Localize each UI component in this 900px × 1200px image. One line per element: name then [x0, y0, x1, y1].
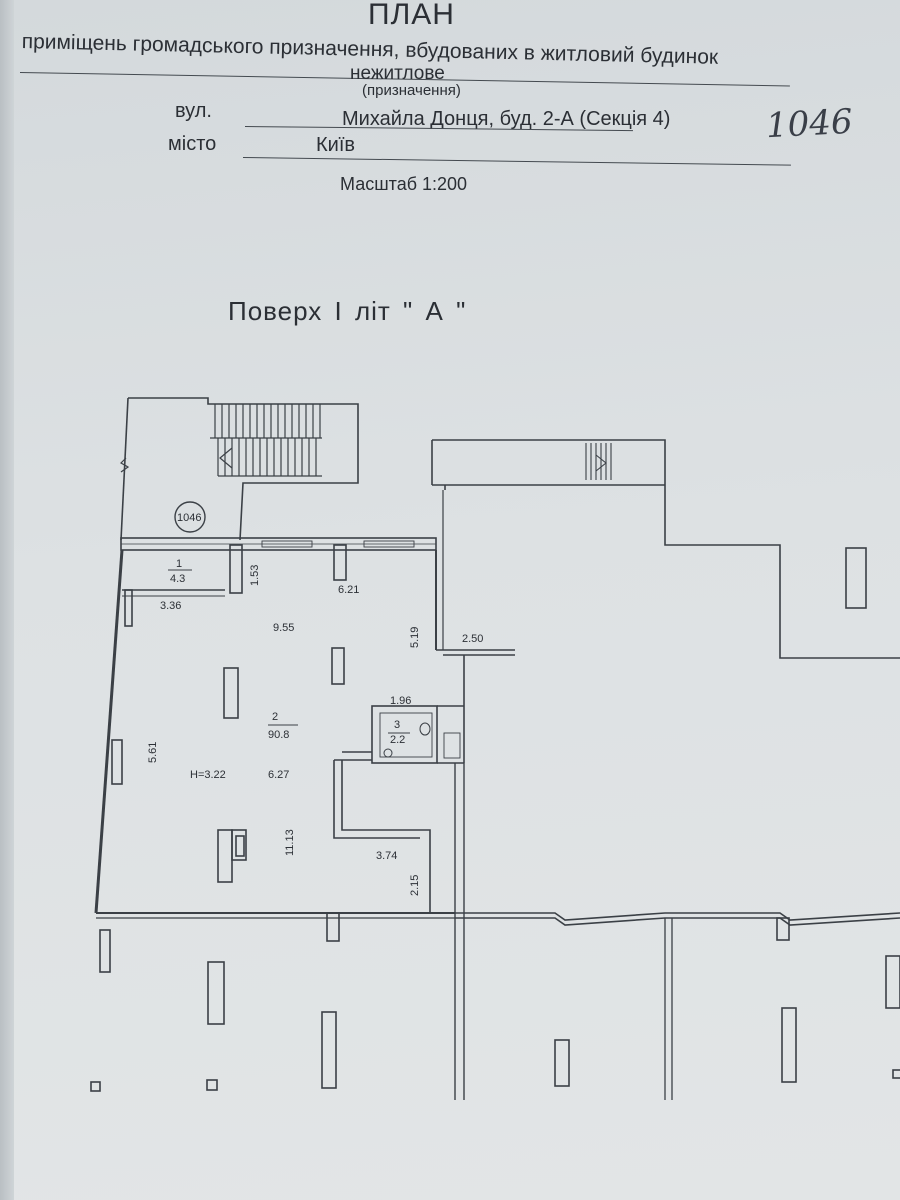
room-2-number: 2: [272, 711, 278, 723]
room-1-number: 1: [176, 558, 182, 570]
dim-6-21: 6.21: [338, 584, 359, 596]
room-1-area: 4.3: [170, 573, 185, 585]
interior-column-1: [223, 667, 239, 719]
floor-title: Поверх І літ " А ": [228, 296, 467, 326]
dim-3-74: 3.74: [376, 850, 397, 862]
purpose-value: нежитлове: [350, 63, 445, 84]
dim-2-50: 2.50: [462, 633, 483, 645]
right-stair-block: [432, 439, 900, 659]
dim-11-13: 11.13: [284, 829, 296, 856]
dim-2-15: 2.15: [409, 875, 421, 896]
sink-symbol: [419, 722, 431, 736]
column-right: [845, 547, 867, 609]
street-label: вул.: [175, 100, 212, 122]
plan-number-circle-label: 1046: [177, 512, 201, 524]
city-label: місто: [168, 133, 217, 155]
scale-label: Масштаб 1:200: [340, 174, 468, 194]
street-value: Михайла Донця, буд. 2-А (Секція 4): [342, 108, 671, 130]
dim-6-27: 6.27: [268, 769, 289, 781]
dim-5-61: 5.61: [147, 742, 159, 763]
city-value: Київ: [316, 134, 356, 156]
purpose-caption: (призначення): [362, 82, 461, 99]
plan-number-circle: [174, 501, 206, 533]
stair-block-outline: [128, 397, 359, 541]
dim-3-36: 3.36: [160, 600, 181, 612]
room-3-area: 2.2: [390, 734, 405, 746]
dim-9-55: 9.55: [273, 622, 294, 634]
dim-1-53: 1.53: [249, 565, 261, 586]
paper-edge: [0, 0, 14, 1200]
room-3-number: 3: [394, 719, 400, 731]
ceiling-height: Н=3.22: [190, 769, 226, 781]
dim-1-96: 1.96: [390, 695, 411, 707]
room-3-outline: [371, 705, 438, 764]
toilet-symbol: [383, 748, 393, 758]
interior-column-3: [217, 829, 233, 883]
dim-5-19: 5.19: [409, 627, 421, 648]
interior-column-2: [331, 647, 345, 685]
room-2-area: 90.8: [268, 729, 289, 741]
left-outer-wall: [94, 549, 124, 914]
document-title: ПЛАН: [368, 0, 455, 31]
